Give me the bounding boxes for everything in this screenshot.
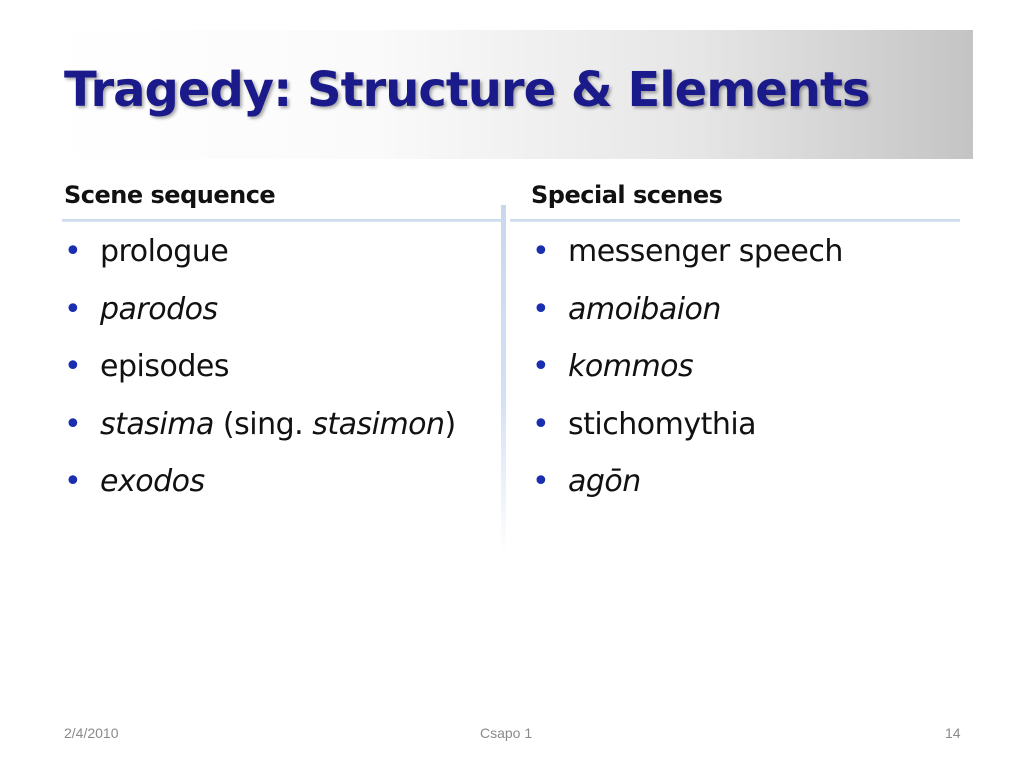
bullet-icon: •: [532, 349, 550, 384]
list-item: • stasima (sing. stasimon): [64, 405, 456, 463]
right-column-heading: Special scenes: [531, 181, 723, 209]
list-item-text: stasimon: [312, 406, 445, 442]
title-background: [52, 30, 973, 159]
list-item-text: agōn: [568, 464, 641, 499]
list-item: • kommos: [532, 347, 843, 405]
bullet-icon: •: [532, 464, 550, 499]
bullet-icon: •: [64, 464, 82, 499]
list-item-text: ): [444, 406, 457, 442]
right-heading-underline: [510, 219, 960, 222]
footer-date: 2/4/2010: [64, 725, 119, 741]
special-scenes-list: • messenger speech • amoibaion • kommos • st…: [532, 232, 843, 520]
list-item: • episodes: [64, 347, 456, 405]
list-item-text: stichomythia: [568, 406, 757, 442]
column-divider: [501, 205, 506, 555]
bullet-icon: •: [532, 234, 550, 269]
bullet-icon: •: [64, 291, 82, 327]
bullet-icon: •: [64, 234, 82, 269]
bullet-icon: •: [64, 406, 82, 442]
bullet-icon: •: [64, 349, 82, 384]
list-item: • prologue: [64, 232, 456, 290]
list-item-text: episodes: [100, 349, 229, 384]
list-item-text: parodos: [100, 291, 218, 327]
left-heading-underline: [62, 219, 502, 222]
list-item-text: stasima: [100, 406, 214, 442]
list-item: • parodos: [64, 290, 456, 348]
bullet-icon: •: [532, 406, 550, 442]
list-item: • amoibaion: [532, 290, 843, 348]
list-item-text: exodos: [100, 464, 205, 499]
left-column-heading: Scene sequence: [64, 181, 276, 209]
list-item: • stichomythia: [532, 405, 843, 463]
slide-title: Tragedy: Structure & Elements: [64, 62, 870, 118]
list-item: • messenger speech: [532, 232, 843, 290]
bullet-icon: •: [532, 291, 550, 327]
list-item: • exodos: [64, 462, 456, 520]
list-item: • agōn: [532, 462, 843, 520]
footer-page-number: 14: [945, 725, 961, 741]
list-item-text: kommos: [568, 349, 694, 384]
list-item-text: (sing.: [213, 406, 313, 442]
list-item-text: amoibaion: [568, 291, 721, 327]
footer-author: Csapo 1: [480, 725, 533, 741]
list-item-text: prologue: [100, 234, 229, 269]
list-item-text: messenger speech: [568, 234, 843, 269]
scene-sequence-list: • prologue • parodos • episodes • stasima (s…: [64, 232, 456, 520]
